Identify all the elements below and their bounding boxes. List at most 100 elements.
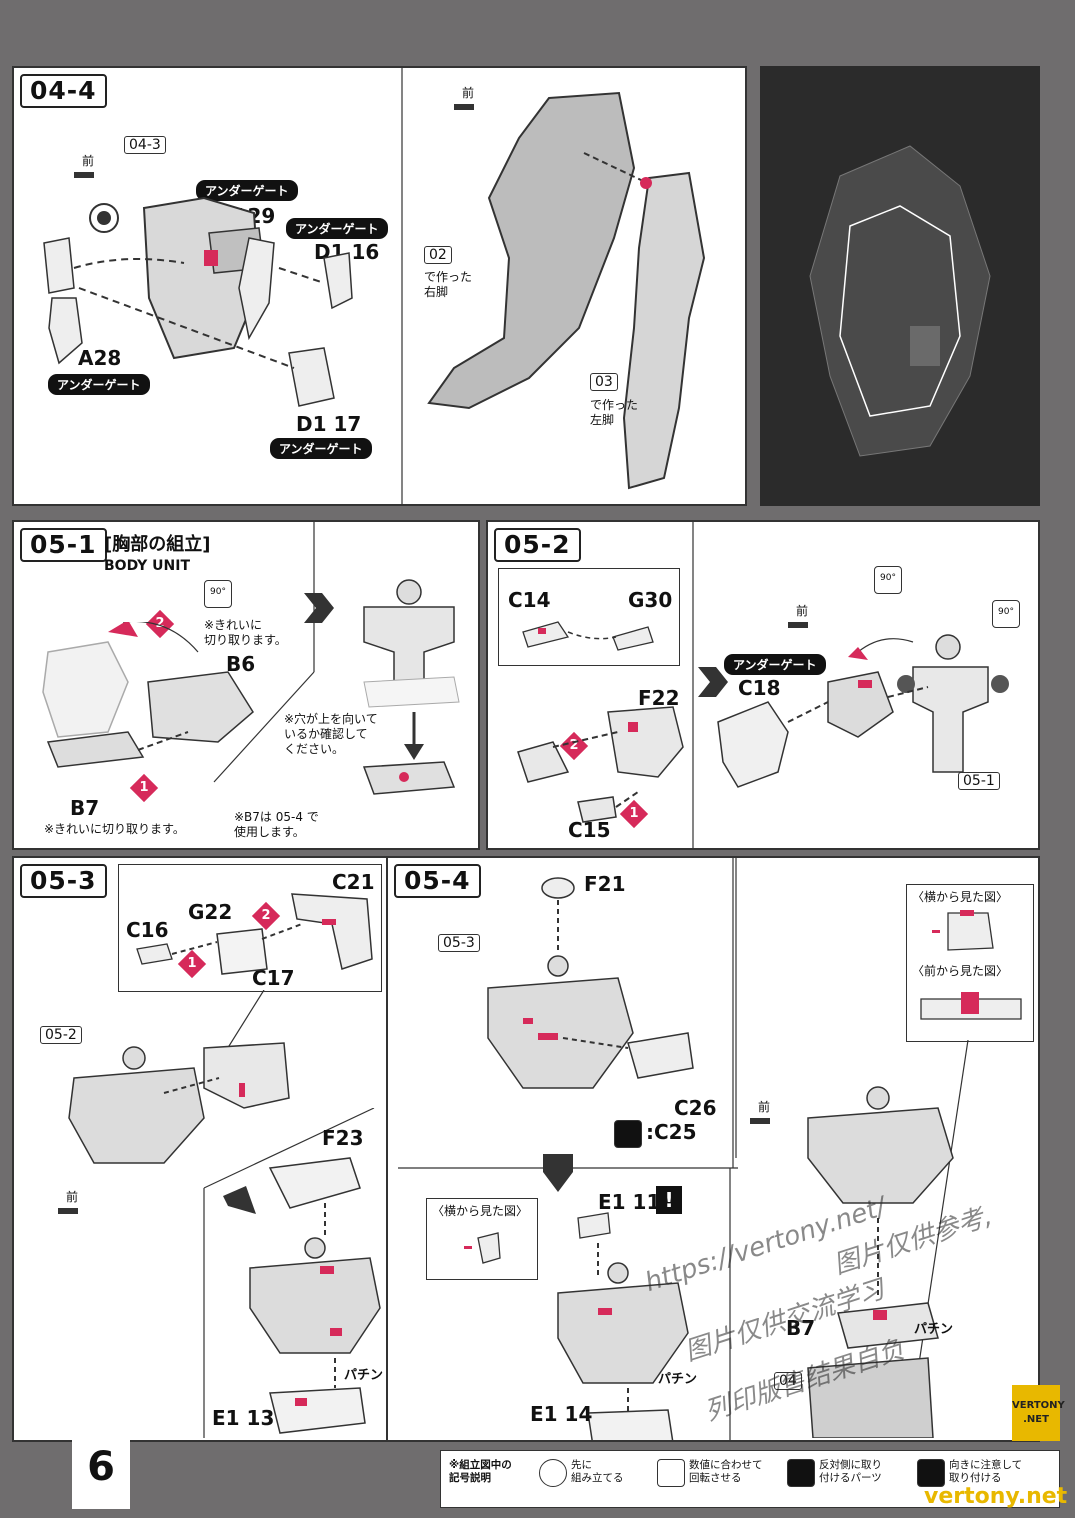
chest-frame-result-drawing [362, 579, 460, 795]
divider-line [213, 522, 315, 783]
part-B7: B7 [70, 796, 100, 820]
chest-cover-fit-drawing [557, 1212, 689, 1440]
step-label: 05-2 [494, 528, 581, 562]
part-C16: C16 [126, 918, 169, 942]
rotate-90-label: 90° [880, 573, 896, 583]
step-label: 05-3 [20, 864, 107, 898]
ref-05-1: 05-1 [958, 772, 1000, 790]
part-E1-11: E1 11 [598, 1190, 661, 1214]
part-B6: B6 [226, 652, 256, 676]
sequence-1-badge: 1 [619, 799, 649, 829]
caution-icon [917, 1459, 945, 1487]
legend-intro: ※組立図中の 記号説明 [449, 1459, 512, 1484]
legend-item-4: 向きに注意して 取り付ける [949, 1459, 1023, 1484]
front-arrow [58, 1208, 78, 1214]
ref-04: 04 [774, 1372, 802, 1390]
under-gate-tag: アンダーゲート [286, 218, 388, 239]
rotate-90-label: 90° [210, 587, 226, 597]
part-C26: C26 [674, 1096, 717, 1120]
step-label: 05-4 [394, 864, 481, 898]
ref-04-3: 04-3 [124, 136, 166, 154]
ref-05-3: 05-3 [438, 934, 480, 952]
part-E1-13: E1 13 [212, 1406, 275, 1430]
ref-05-2: 05-2 [40, 1026, 82, 1044]
mirror-parts-icon [614, 1120, 642, 1148]
side-view-caption: 〈横から見た図〉 [432, 1204, 529, 1218]
chest-and-waist-drawing [807, 1086, 954, 1438]
front-arrow [788, 622, 808, 628]
rotate-90-icon: 90° [992, 600, 1020, 628]
rotate-90-label: 90° [998, 607, 1014, 617]
front-view-caption: 〈前から見た図〉 [912, 964, 1009, 978]
back-parts-drawing [136, 893, 373, 975]
snap-sound-label: パチン [914, 1322, 954, 1337]
divider-line [203, 1108, 375, 1438]
b7-usage-note: ※B7は 05-4 で 使用します。 [234, 810, 319, 839]
clean-cut-note: ※きれいに 切り取ります。 [204, 618, 287, 647]
panel-step-04-4: 04-4 04-3 前 アンダーゲート A29 アンダーゲート D1 16 A2… [12, 66, 747, 506]
caution-icon: ! [656, 1186, 682, 1214]
sequence-1-badge: 1 [129, 773, 159, 803]
step-subtitle: BODY UNIT [104, 558, 191, 574]
divider-line-right [735, 858, 737, 1158]
legend-item-3: 反対側に取り 付けるパーツ [819, 1459, 882, 1484]
front-arrow [750, 1118, 770, 1124]
front-arrow [74, 172, 94, 178]
page-number: 6 [72, 1425, 130, 1509]
panel-step-05-2: 05-2 C14 G30 F22 2 1 C15 前 アンダーゲート C18 9… [486, 520, 1040, 850]
rotate-90-icon: 90° [874, 566, 902, 594]
part-G22: G22 [188, 900, 233, 924]
front-label: 前 [462, 86, 475, 100]
ref-03: 03 [590, 373, 618, 391]
made-left-leg-note: で作った 左脚 [590, 398, 639, 427]
part-C25: :C25 [646, 1120, 697, 1144]
divider-line [401, 68, 403, 504]
panel-step-05-3: 05-3 C21 G22 C16 2 1 C17 05-2 前 F23 [12, 856, 390, 1442]
side-view-caption: 〈横から見た図〉 [912, 890, 1009, 904]
chest-frame-drawing [42, 622, 254, 768]
step-label: 05-1 [20, 528, 107, 562]
panel-step-05-1: 05-1 [胸部の組立] BODY UNIT 90° 2 ※きれいに 切り取りま… [12, 520, 480, 850]
subparts-box [118, 864, 382, 992]
collar-to-frame-drawing [717, 634, 1009, 788]
part-A28: A28 [78, 346, 122, 370]
front-label: 前 [82, 154, 95, 168]
legend-item-1: 先に 組み立てる [571, 1459, 624, 1484]
snap-sound-label: パチン [344, 1368, 384, 1383]
part-G30: G30 [628, 588, 673, 612]
side-view-chest-drawing [932, 910, 994, 951]
step-arrow-down [543, 1154, 573, 1192]
part-C15: C15 [568, 818, 611, 842]
mirror-parts-icon [787, 1459, 815, 1487]
ref-02: 02 [424, 246, 452, 264]
step-label: 04-4 [20, 74, 107, 108]
step-arrow [698, 667, 728, 697]
body-unit-photo [760, 66, 1040, 506]
front-label: 前 [758, 1100, 771, 1114]
under-gate-tag: アンダーゲート [196, 180, 298, 201]
part-F21: F21 [584, 872, 626, 896]
side-view-drawing [464, 1232, 501, 1264]
made-right-leg-note: で作った 右脚 [424, 270, 473, 299]
part-C18: C18 [738, 676, 781, 700]
subparts-box [498, 568, 680, 666]
front-label: 前 [796, 604, 809, 618]
step-title: [胸部の組立] [104, 534, 211, 555]
chest-cover-drawing [249, 1157, 381, 1434]
under-gate-tag: アンダーゲート [724, 654, 826, 675]
divider-line-vertical [732, 858, 734, 1168]
panel-step-05-4: 05-4 F21 05-3 C26 :C25 E1 11 ! 〈横から見た図〉 … [386, 856, 1040, 1442]
vertony-logo: VERTONY .NET [1012, 1385, 1065, 1441]
part-C14: C14 [508, 588, 551, 612]
rotate-90-icon [657, 1459, 685, 1487]
chest-with-back-drawing [68, 1042, 290, 1164]
hole-check-note: ※穴が上を向いて いるか確認して ください。 [284, 712, 378, 756]
part-E1-14: E1 14 [530, 1402, 593, 1426]
hip-assembly-drawing [43, 196, 353, 407]
chest-assembly-drawing [487, 877, 694, 1089]
rotate-90-icon: 90° [204, 580, 232, 608]
under-gate-tag: アンダーゲート [48, 374, 150, 395]
part-C21: C21 [332, 870, 375, 894]
circle-first-icon [539, 1459, 567, 1487]
step-arrow [304, 593, 334, 623]
